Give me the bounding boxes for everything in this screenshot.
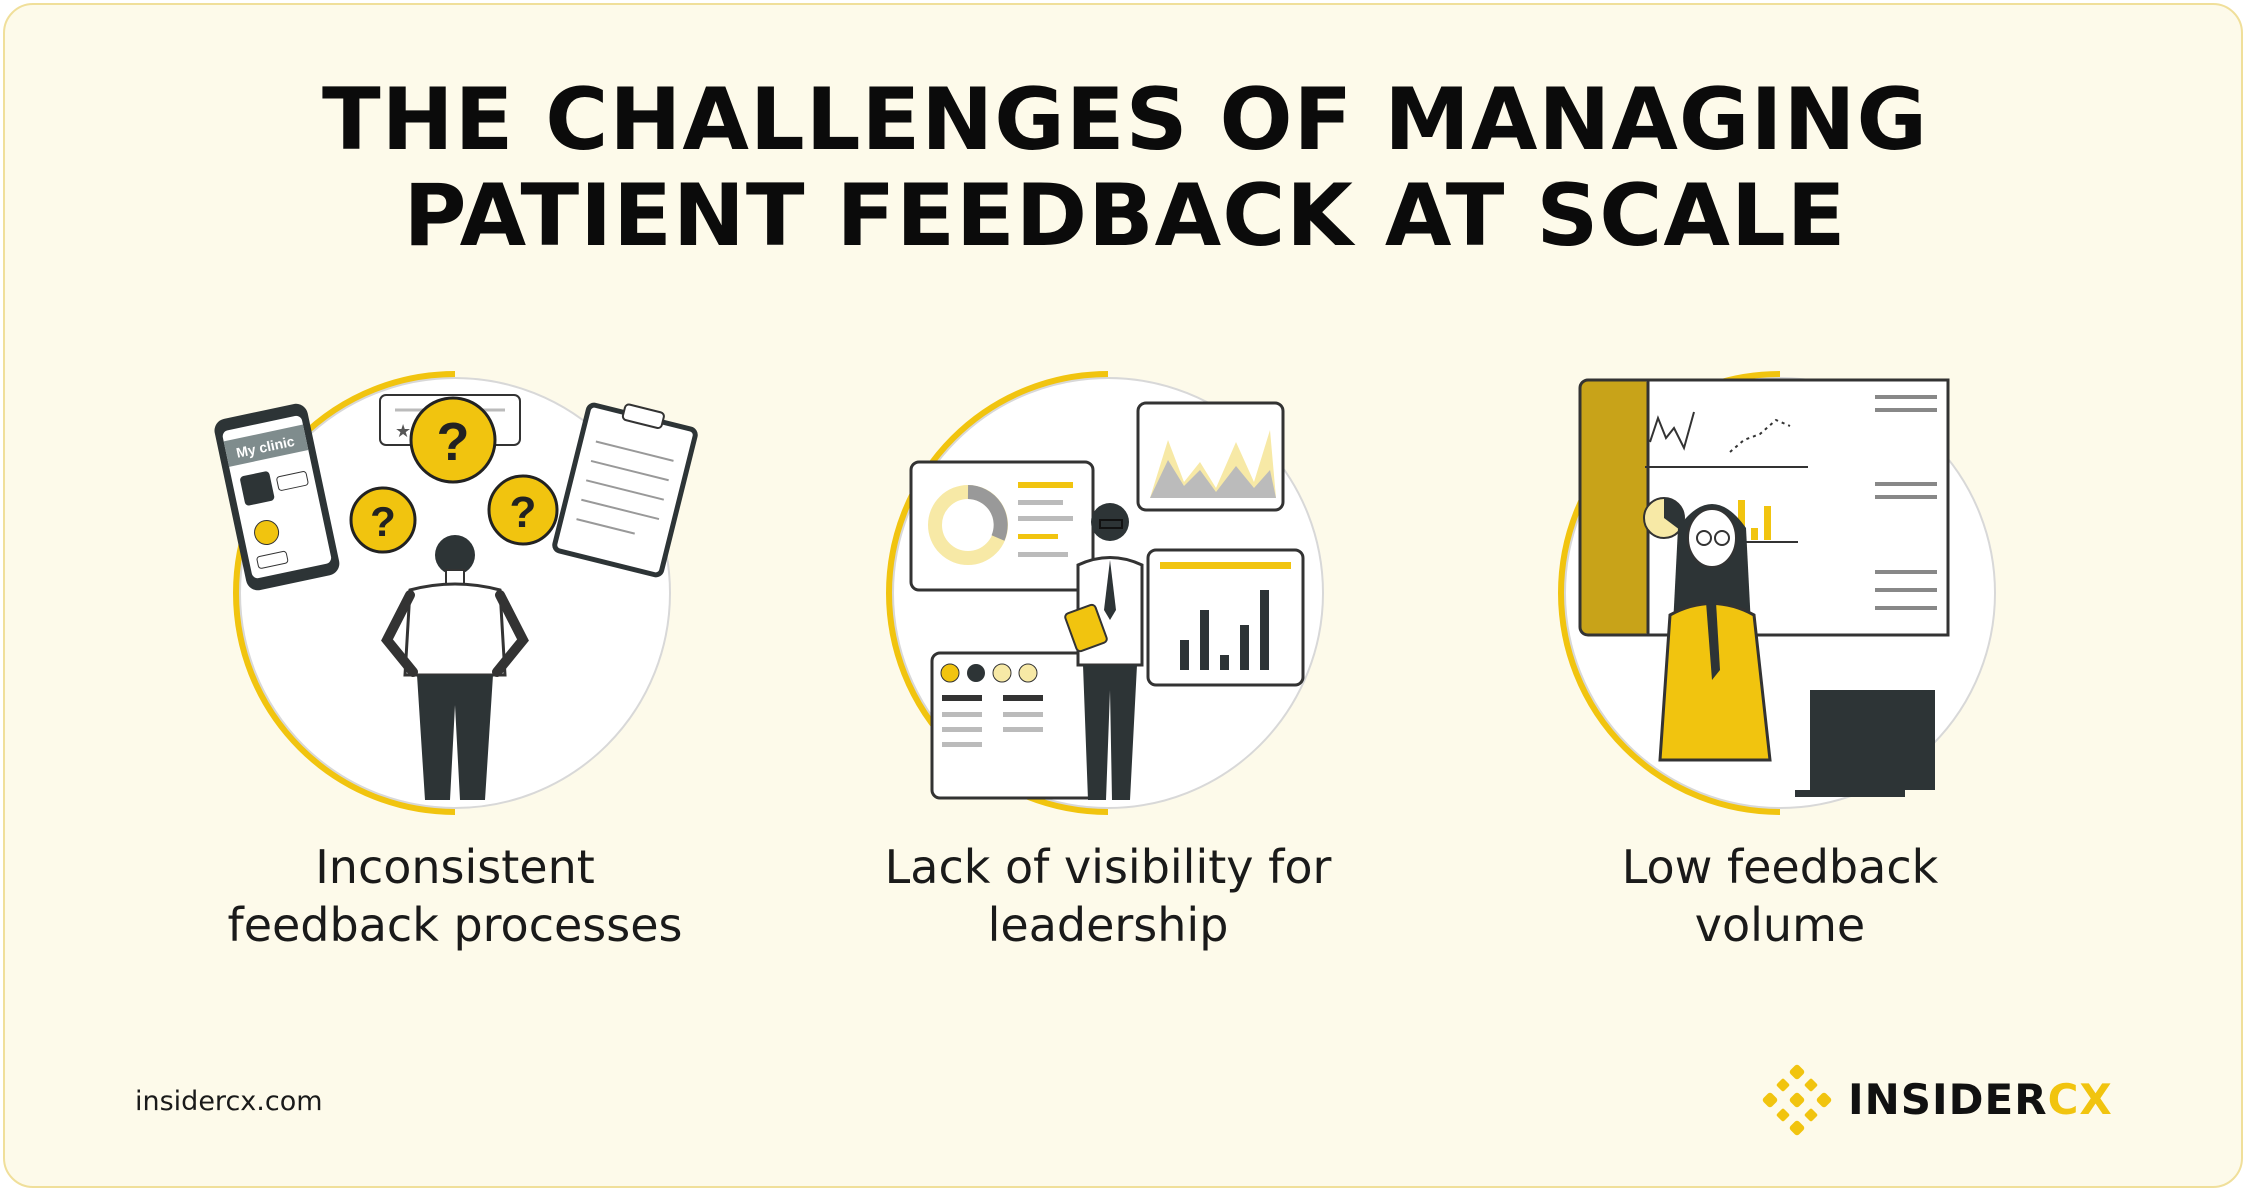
caption-2-line-2: leadership [987,898,1229,952]
logo-accent-text: CX [2047,1075,2113,1124]
insidercx-logo-mark-icon [1762,1064,1832,1136]
challenge-lack-of-visibility: Lack of visibility for leadership [808,370,1408,970]
caption-2: Lack of visibility for leadership [808,838,1408,954]
caption-1-line-2: feedback processes [227,898,683,952]
challenge-inconsistent-processes: ★ ★ ★ My clinic ? ? ? [155,370,755,970]
man-with-dashboards-icon [886,371,1324,815]
caption-3-line-1: Low feedback [1621,840,1939,894]
caption-3: Low feedback volume [1480,838,2080,954]
svg-text:?: ? [510,488,537,537]
caption-1-line-1: Inconsistent [315,840,595,894]
website-url[interactable]: insidercx.com [135,1086,323,1117]
caption-1: Inconsistent feedback processes [155,838,755,954]
insidercx-wordmark: INSIDERCX [1848,1075,2113,1124]
question-mark: ? [437,412,470,472]
woman-at-computer-icon [1558,371,1996,815]
challenge-low-feedback-volume: Low feedback volume [1480,370,2080,970]
title-line-2: PATIENT FEEDBACK AT SCALE [403,166,1847,266]
caption-3-line-2: volume [1694,898,1866,952]
caption-2-line-1: Lack of visibility for [884,840,1332,894]
logo-main-text: INSIDER [1848,1075,2048,1124]
insidercx-logo: INSIDERCX [1760,1060,2120,1140]
page-title: THE CHALLENGES OF MANAGING PATIENT FEEDB… [0,72,2250,264]
svg-text:?: ? [370,498,396,545]
confused-man-with-phone-icon: ★ ★ ★ My clinic ? ? ? [214,371,698,815]
title-line-1: THE CHALLENGES OF MANAGING [321,70,1929,170]
